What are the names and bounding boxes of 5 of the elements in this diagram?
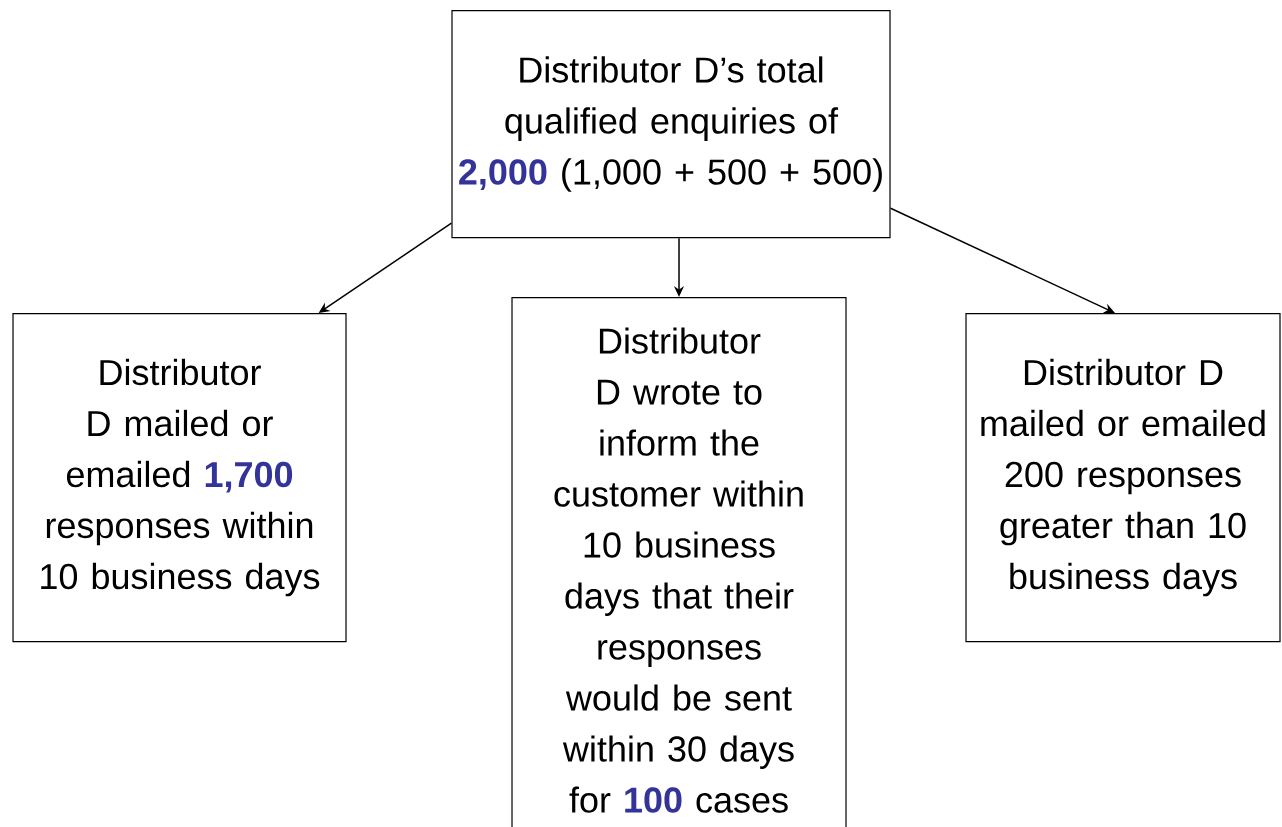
text-box: Distributor D’s total qualified enquiries of 2,000 (1,000 + 500 + 500)	[451, 10, 891, 239]
text-box: Distributor D mailed or emailed 1,700 responses within 10 business days	[12, 313, 347, 643]
text-box: Distributor D mailed or emailed 200 responses greater than 10 business days	[965, 313, 1281, 643]
arrow	[889, 207, 1115, 313]
text-box: Distributor D wrote to inform the customer within 10 business days that their responses would be sent within 30 days for 100 cases	[511, 297, 847, 827]
